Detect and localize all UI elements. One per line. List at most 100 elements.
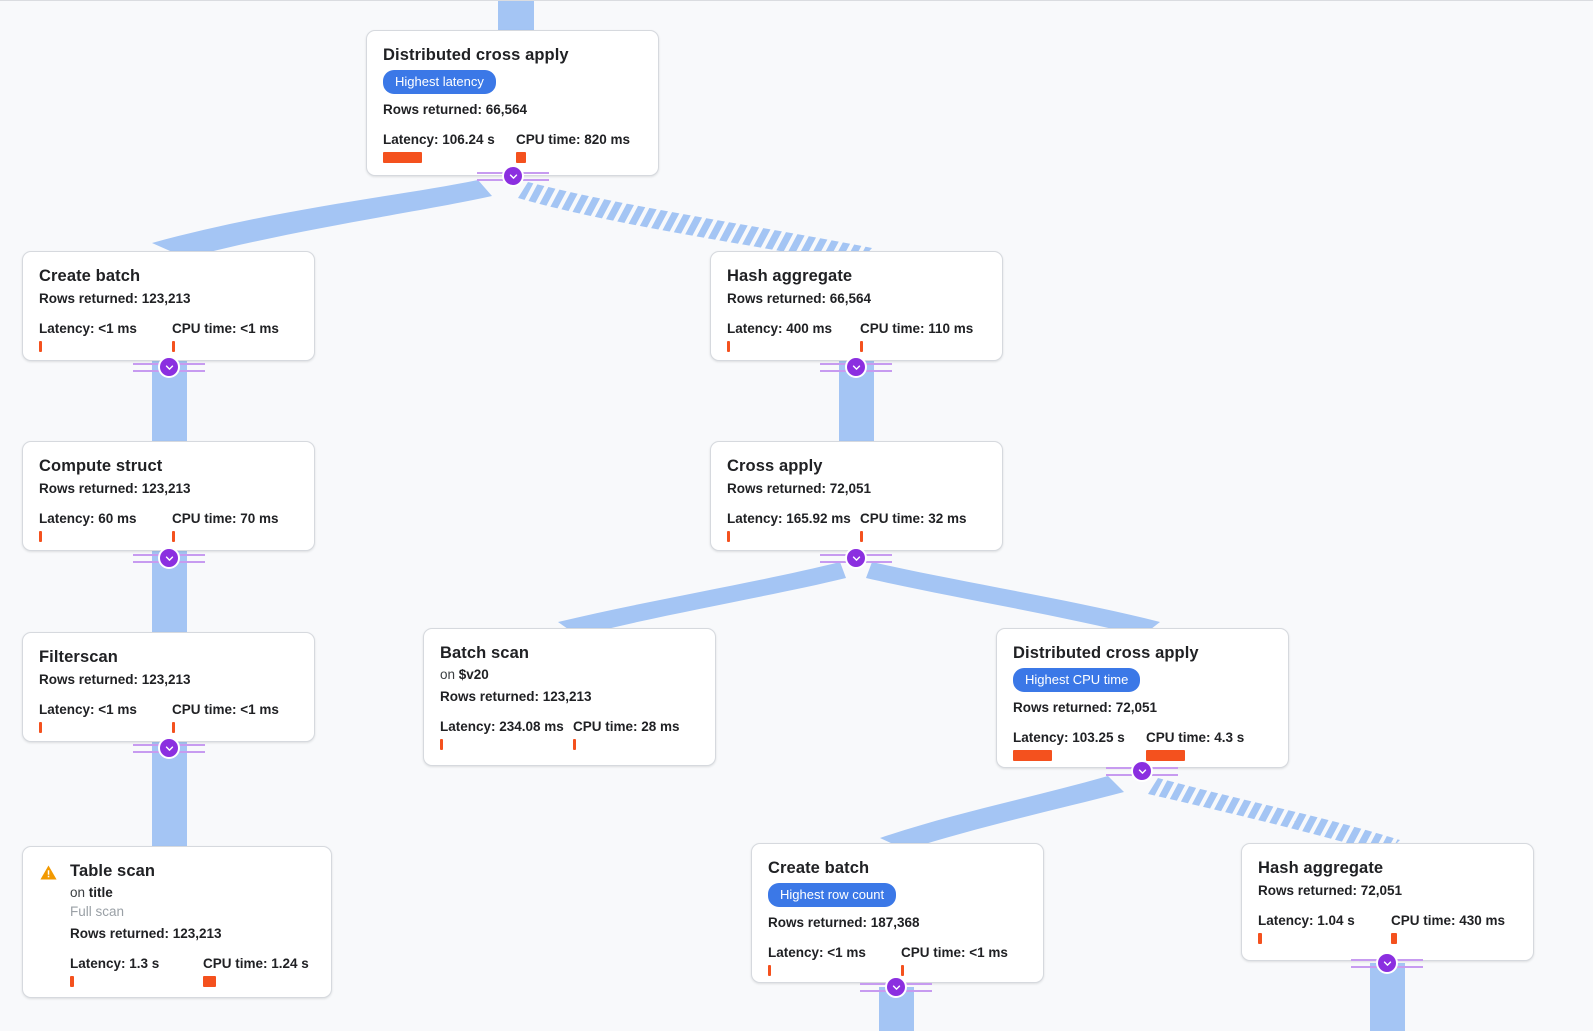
chevron-down-icon[interactable] xyxy=(885,976,907,998)
chevron-down-icon[interactable] xyxy=(502,165,524,187)
metric-cpu-time-label: CPU time: 1.24 s xyxy=(203,956,309,971)
connector-hash-aggregate-top[interactable] xyxy=(820,356,892,378)
node-badge: Highest CPU time xyxy=(1013,668,1141,692)
chevron-down-icon[interactable] xyxy=(158,547,180,569)
metric-latency-bar xyxy=(70,976,74,987)
chevron-down-icon[interactable] xyxy=(1131,760,1153,782)
node-metrics: Latency: 1.04 s CPU time: 430 ms xyxy=(1258,913,1517,944)
metric-latency-label: Latency: 60 ms xyxy=(39,511,137,526)
metric-latency: Latency: 1.3 s xyxy=(70,956,203,987)
connector-compute-struct[interactable] xyxy=(133,547,205,569)
node-title: Hash aggregate xyxy=(1258,859,1384,877)
metric-cpu-time: CPU time: 28 ms xyxy=(573,719,680,750)
node-rows-returned: Rows returned: 123,213 xyxy=(39,481,191,496)
metric-latency-label: Latency: 103.25 s xyxy=(1013,730,1125,745)
chevron-down-icon[interactable] xyxy=(158,356,180,378)
metric-cpu-time: CPU time: 4.3 s xyxy=(1146,730,1244,761)
connector-rail-right xyxy=(523,171,549,181)
node-metrics: Latency: 234.08 ms CPU time: 28 ms xyxy=(440,719,699,750)
node-title: Batch scan xyxy=(440,644,530,662)
metric-latency-label: Latency: 1.04 s xyxy=(1258,913,1355,928)
node-rows-returned: Rows returned: 123,213 xyxy=(39,672,191,687)
node-title: Distributed cross apply xyxy=(1013,644,1199,662)
metric-latency-label: Latency: 234.08 ms xyxy=(440,719,564,734)
connector-rail-right xyxy=(179,553,205,563)
connector-root[interactable] xyxy=(477,165,549,187)
chevron-down-icon[interactable] xyxy=(845,356,867,378)
metric-cpu-time-bar xyxy=(901,965,904,976)
connector-rail-left xyxy=(860,982,886,992)
chevron-down-icon[interactable] xyxy=(845,547,867,569)
node-rows-returned: Rows returned: 72,051 xyxy=(1258,883,1403,898)
metric-latency-label: Latency: 1.3 s xyxy=(70,956,160,971)
connector-create-batch-left[interactable] xyxy=(133,356,205,378)
metric-latency-label: Latency: 165.92 ms xyxy=(727,511,851,526)
metric-latency-label: Latency: 400 ms xyxy=(727,321,833,336)
metric-cpu-time-label: CPU time: 430 ms xyxy=(1391,913,1506,928)
connector-rail-right xyxy=(179,362,205,372)
metric-cpu-time-bar xyxy=(1146,750,1185,761)
node-badge: Highest latency xyxy=(383,70,496,94)
metric-cpu-time-bar xyxy=(860,531,863,542)
metric-latency-bar xyxy=(727,341,730,352)
node-subnote: Full scan xyxy=(70,904,125,919)
node-badge: Highest row count xyxy=(768,883,897,907)
metric-cpu-time: CPU time: 110 ms xyxy=(860,321,973,352)
chevron-down-icon[interactable] xyxy=(158,737,180,759)
connector-rail-left xyxy=(133,743,159,753)
node-rows-returned: Rows returned: 123,213 xyxy=(70,926,222,941)
metric-latency-bar xyxy=(1258,933,1262,944)
metric-latency: Latency: <1 ms xyxy=(768,945,901,976)
metric-cpu-time: CPU time: 1.24 s xyxy=(203,956,309,987)
node-title: Table scan xyxy=(70,862,156,880)
connector-dca2[interactable] xyxy=(1106,760,1178,782)
metric-latency-bar xyxy=(39,722,42,733)
connector-create-batch-bottom[interactable] xyxy=(860,976,932,998)
metric-latency: Latency: 165.92 ms xyxy=(727,511,860,542)
metric-latency: Latency: <1 ms xyxy=(39,702,172,733)
metric-latency-bar xyxy=(768,965,771,976)
metric-cpu-time: CPU time: <1 ms xyxy=(172,321,279,352)
node-rows-returned: Rows returned: 72,051 xyxy=(1013,700,1158,715)
node-title: Compute struct xyxy=(39,457,163,475)
connector-rail-right xyxy=(1397,958,1423,968)
metric-latency: Latency: 1.04 s xyxy=(1258,913,1391,944)
connector-cross-apply[interactable] xyxy=(820,547,892,569)
metric-latency: Latency: 106.24 s xyxy=(383,132,516,163)
node-title: Create batch xyxy=(768,859,870,877)
connector-hash-aggregate-bot[interactable] xyxy=(1351,952,1423,974)
metric-latency: Latency: 234.08 ms xyxy=(440,719,573,750)
metric-latency-label: Latency: <1 ms xyxy=(39,702,137,717)
connector-filterscan[interactable] xyxy=(133,737,205,759)
metric-cpu-time-label: CPU time: 32 ms xyxy=(860,511,967,526)
metric-cpu-time-bar xyxy=(172,341,175,352)
node-rows-returned: Rows returned: 123,213 xyxy=(39,291,191,306)
node-subtitle: on $v20 xyxy=(440,667,489,682)
metric-cpu-time-label: CPU time: 4.3 s xyxy=(1146,730,1245,745)
metric-cpu-time-bar xyxy=(516,152,526,163)
chevron-down-icon[interactable] xyxy=(1376,952,1398,974)
node-metrics: Latency: 1.3 s CPU time: 1.24 s xyxy=(70,956,315,987)
metric-cpu-time-label: CPU time: 820 ms xyxy=(516,132,631,147)
node-metrics: Latency: 103.25 s CPU time: 4.3 s xyxy=(1013,730,1272,761)
connector-rail-right xyxy=(1152,766,1178,776)
connector-rail-right xyxy=(866,553,892,563)
metric-latency-bar xyxy=(39,341,42,352)
